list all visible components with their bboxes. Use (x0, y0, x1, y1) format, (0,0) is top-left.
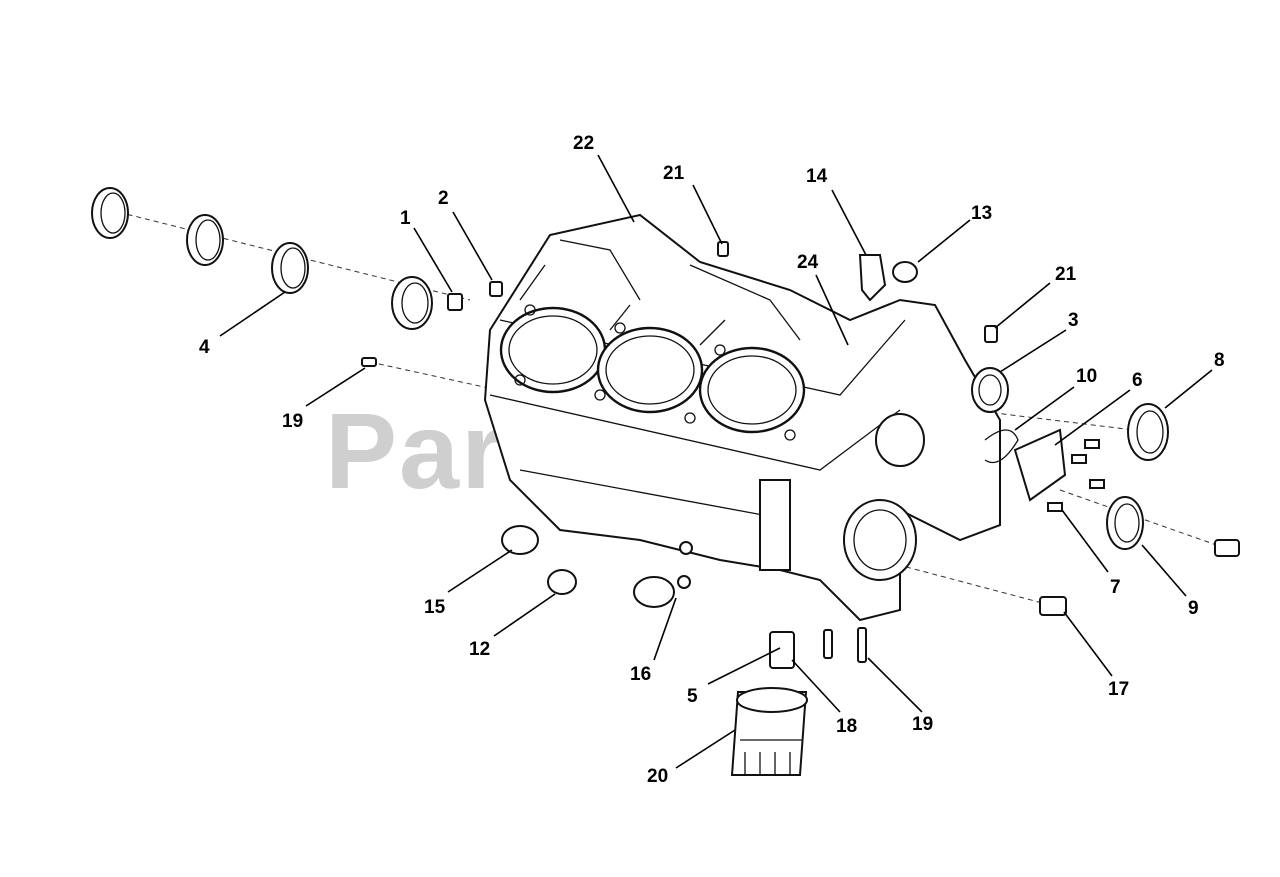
callout-7: 7 (1110, 577, 1121, 598)
callout-8: 8 (1214, 350, 1225, 371)
callout-22: 22 (573, 133, 594, 154)
callout-13: 13 (971, 203, 992, 224)
callout-12: 12 (469, 639, 490, 660)
callout-4: 4 (199, 337, 210, 358)
callout-18: 18 (836, 716, 857, 737)
callout-24: 24 (797, 252, 819, 273)
callout-21-top: 21 (663, 163, 685, 184)
callout-10: 10 (1076, 366, 1097, 387)
callout-15: 15 (424, 597, 446, 618)
callout-6: 6 (1132, 370, 1143, 391)
sleeve-rings-4 (91, 187, 433, 330)
callout-3: 3 (1068, 310, 1079, 331)
callout-14: 14 (806, 166, 828, 187)
callout-19-bottom: 19 (912, 714, 933, 735)
callout-16: 16 (630, 664, 651, 685)
small-parts (361, 241, 1240, 776)
callout-20: 20 (647, 766, 668, 787)
callout-labels: 1 2 3 4 5 6 7 8 9 10 12 13 14 15 16 17 1… (199, 133, 1225, 787)
callout-21-right: 21 (1055, 264, 1077, 285)
callout-2: 2 (438, 188, 449, 209)
callout-9: 9 (1188, 598, 1199, 619)
callout-17: 17 (1108, 679, 1129, 700)
engine-block (483, 213, 1001, 622)
callout-19-left: 19 (282, 411, 303, 432)
callout-1: 1 (400, 208, 411, 229)
leader-lines (219, 154, 1213, 769)
callout-5: 5 (687, 686, 698, 707)
